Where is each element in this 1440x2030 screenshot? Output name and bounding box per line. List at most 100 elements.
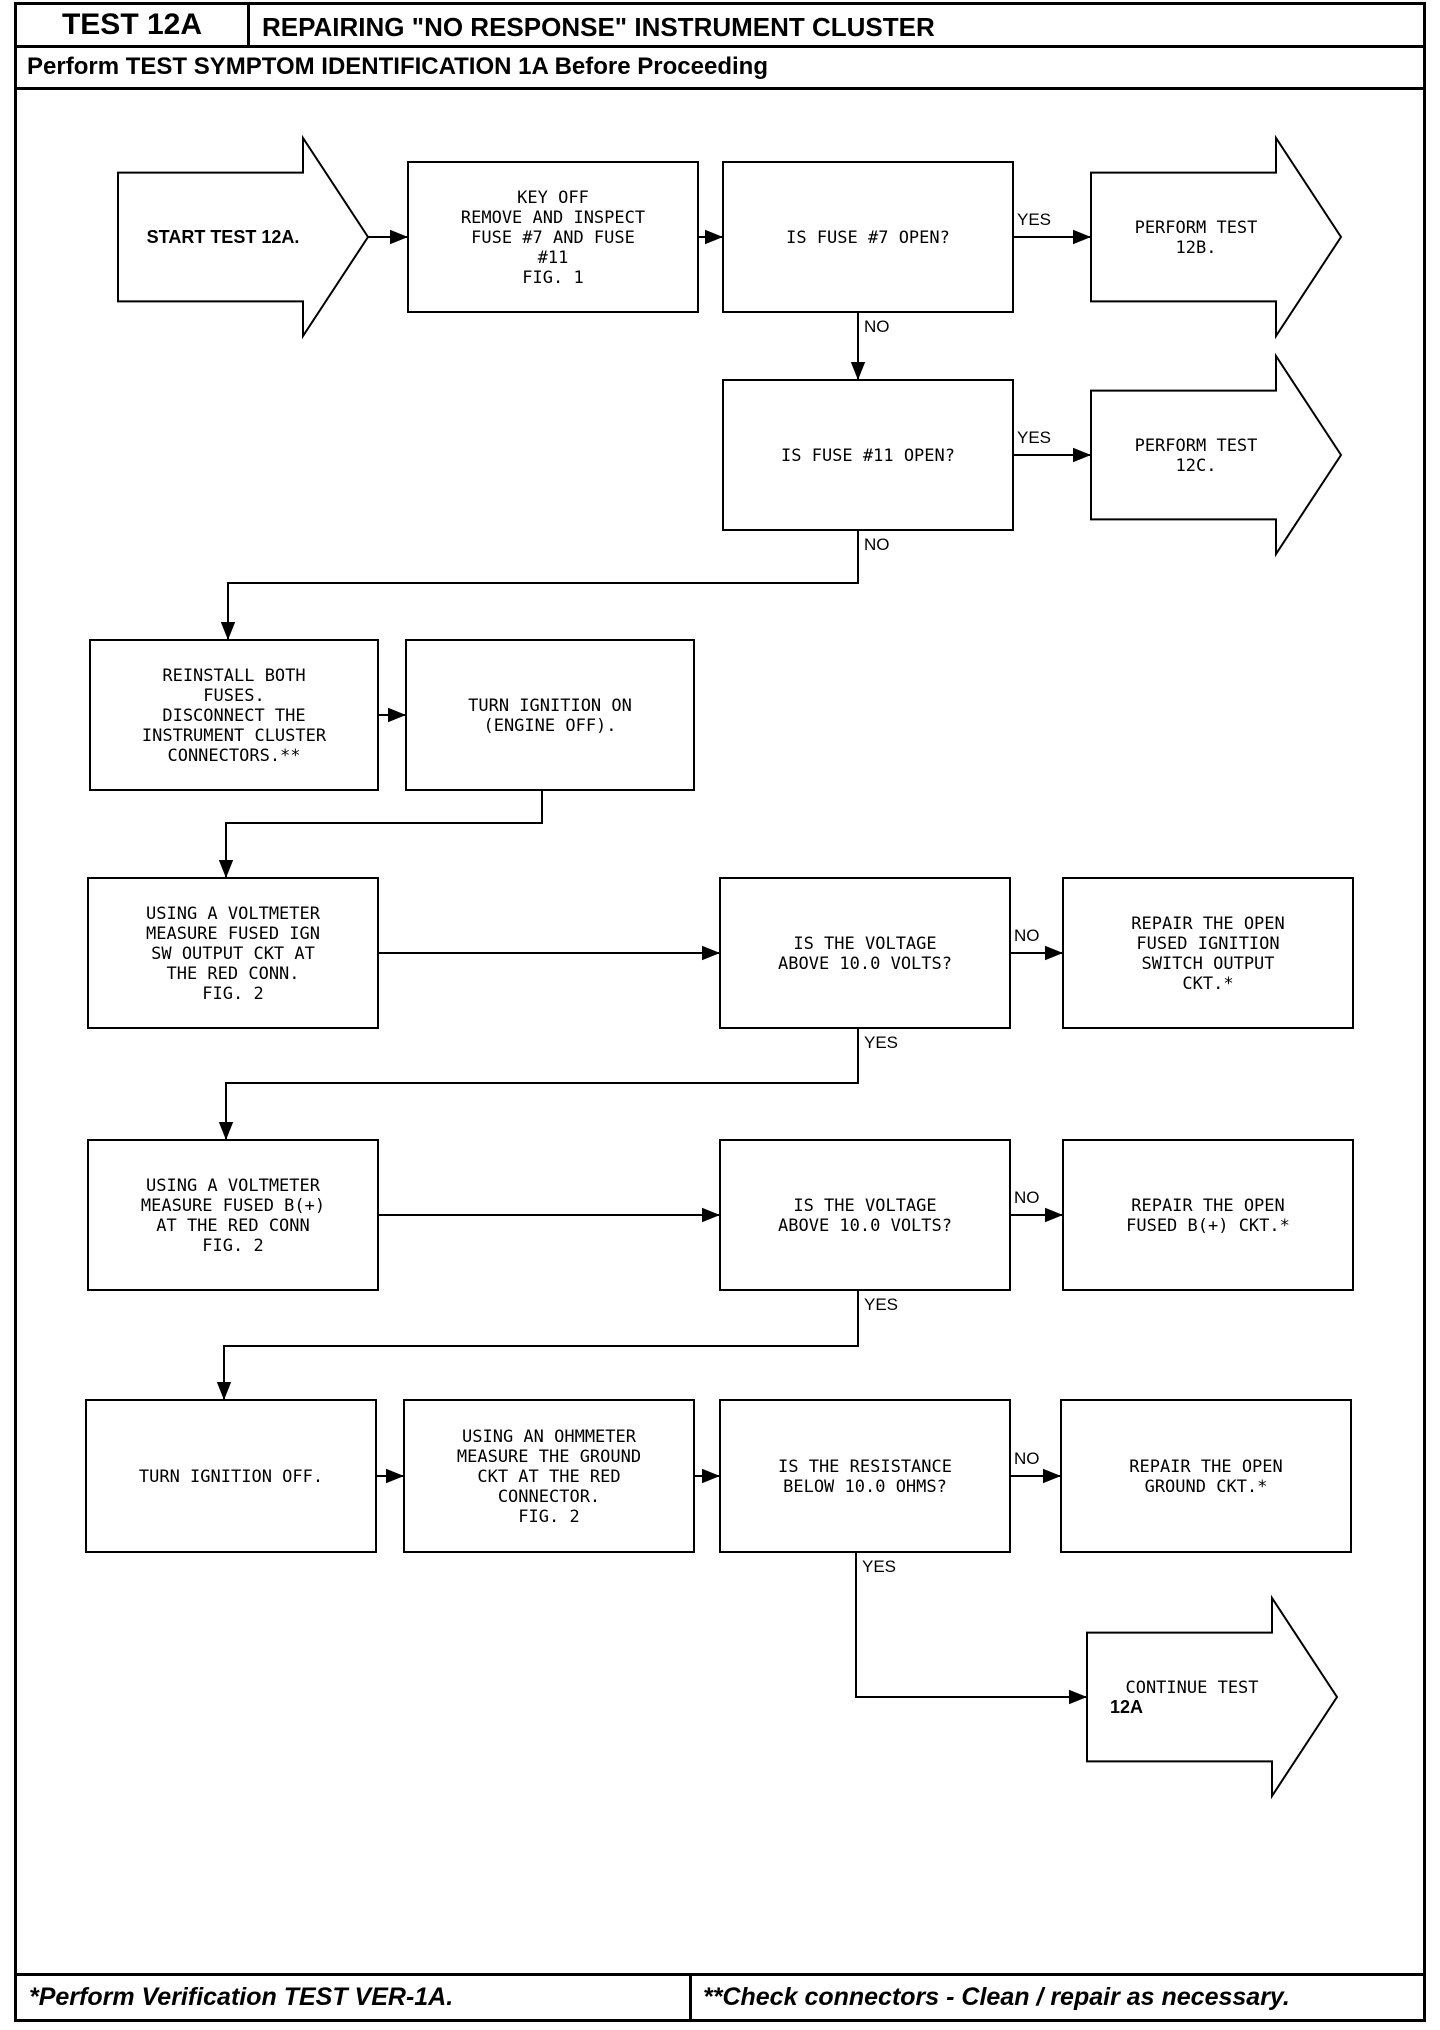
page-frame: TEST 12A REPAIRING "NO RESPONSE" INSTRUM… [14,2,1426,2022]
node-text-line: AT THE RED CONN [156,1216,310,1236]
box-shape [403,1399,695,1553]
node-text-line: 12B. [1176,238,1217,258]
node-ign-on: TURN IGNITION ON(ENGINE OFF). [405,639,695,791]
box-shape [719,1139,1011,1291]
edge-volt1-to-measure_b: YES [218,1028,898,1140]
node-text-line: GROUND CKT.* [1145,1477,1268,1497]
node-text-line: REPAIR THE OPEN [1131,914,1285,934]
node-text-line: MEASURE FUSED B(+) [141,1196,325,1216]
box-shape [1060,1399,1352,1553]
node-ign-off: TURN IGNITION OFF. [85,1399,377,1553]
node-text-line: MEASURE FUSED IGN [146,924,320,944]
node-text-line: FIG. 1 [522,268,583,288]
node-text-line: FUSED B(+) CKT.* [1126,1216,1290,1236]
edge-label: YES [1017,428,1051,447]
edge-resist-to-continue: YES [855,1552,1087,1705]
node-text-line: CONNECTOR. [498,1487,600,1507]
box-shape [722,161,1014,313]
header-bottom-divider [17,87,1423,90]
page-title: REPAIRING "NO RESPONSE" INSTRUMENT CLUST… [262,12,935,42]
node-text-line: DISCONNECT THE [162,706,305,726]
box-shape [1062,877,1354,1029]
node-text-line: ABOVE 10.0 VOLTS? [778,954,952,974]
node-text-line: #11 [538,248,569,268]
edge-line [218,790,543,878]
edge-label: YES [864,1033,898,1052]
node-text-line: KEY OFF [517,188,589,208]
node-text-line: INSTRUMENT CLUSTER [142,726,327,746]
node-text-line: CKT.* [1182,974,1233,994]
node-text-line: USING AN OHMMETER [462,1427,637,1447]
edge-line [855,1552,1087,1705]
edge-label: NO [864,535,890,554]
edge-fuse11-to-reinstall: NO [220,530,890,640]
edge-volt1-to-repair_ign: NO [1010,926,1063,961]
page-subtitle: Perform TEST SYMPTOM IDENTIFICATION 1A B… [27,53,768,80]
box-shape [1062,1139,1354,1291]
edge-resist-to-repair_gnd: NO [1010,1449,1061,1484]
arrow-shape [1090,352,1343,558]
node-text-line: (ENGINE OFF). [483,716,616,736]
footer-note-right: **Check connectors - Clean / repair as n… [703,1983,1290,2011]
header-divider [17,45,1423,48]
edge-label: NO [1014,1449,1040,1468]
node-text-line: THE RED CONN. [166,964,299,984]
node-text-line: TURN IGNITION ON [468,696,632,716]
node-text-line: REPAIR THE OPEN [1129,1457,1283,1477]
edge-line [216,1290,859,1400]
node-text-line: FUSES. [203,686,264,706]
node-start: START TEST 12A. [117,134,370,340]
node-text-line: PERFORM TEST [1135,436,1258,456]
edge-label: NO [1014,1188,1040,1207]
node-text-line: 12A [1110,1697,1143,1717]
edge-volt2-to-repair_b: NO [1010,1188,1063,1223]
box-shape [87,877,379,1029]
arrow-shape [1090,134,1343,340]
node-text-line: SWITCH OUTPUT [1141,954,1274,974]
edge-line [218,1028,859,1140]
edge-line [220,530,859,640]
node-text-line: CONNECTORS.** [167,746,300,766]
node-fuse11: IS FUSE #11 OPEN? [722,379,1014,531]
node-text-line: START TEST 12A. [147,227,300,247]
edge-fuse7-to-test12b: YES [1013,210,1091,245]
box-shape [89,639,379,791]
box-shape [719,1399,1011,1553]
box-shape [405,639,695,791]
node-text-line: CKT AT THE RED [477,1467,620,1487]
box-shape [719,877,1011,1029]
edge-ign_on-to-measure_ign [218,790,543,878]
node-text-line: USING A VOLTMETER [146,1176,321,1196]
node-text-line: FUSED IGNITION [1136,934,1279,954]
edge-label: NO [864,317,890,336]
edge-fuse7-to-fuse11: NO [850,312,890,380]
arrow-shape [117,134,370,340]
edge-label: YES [864,1295,898,1314]
node-text-line: PERFORM TEST [1135,218,1258,238]
node-text-line: IS FUSE #7 OPEN? [786,228,950,248]
node-text-line: USING A VOLTMETER [146,904,321,924]
node-text-line: FUSE #7 AND FUSE [471,228,635,248]
footer-note-left: *Perform Verification TEST VER-1A. [29,1983,454,2011]
node-text-line: IS FUSE #11 OPEN? [781,446,955,466]
node-text-line: FIG. 2 [518,1507,579,1527]
node-text-line: IS THE VOLTAGE [793,1196,936,1216]
edge-volt2-to-ign_off: YES [216,1290,898,1400]
edge-label: YES [1017,210,1051,229]
node-text-line: REINSTALL BOTH [162,666,305,686]
node-text-line: 12C. [1176,456,1217,476]
box-shape [407,161,699,313]
